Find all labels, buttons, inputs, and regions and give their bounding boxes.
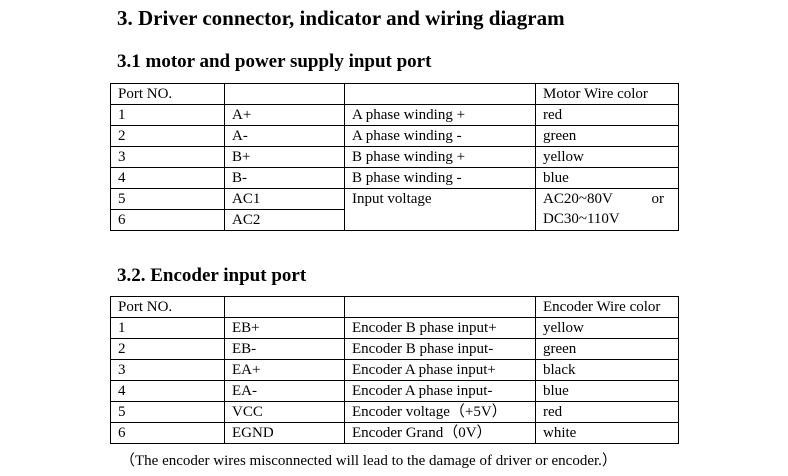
- table-row: 5 VCC Encoder voltage（+5V） red: [110, 401, 679, 423]
- table-header-row: Port NO. Motor Wire color: [110, 83, 679, 105]
- description-cell: A phase winding -: [344, 125, 536, 147]
- description-cell: Encoder B phase input-: [344, 338, 536, 360]
- port-cell: 5: [110, 188, 225, 210]
- description-cell: Encoder voltage（+5V）: [344, 401, 536, 423]
- port-cell: 6: [110, 209, 225, 231]
- port-cell: 4: [110, 167, 225, 189]
- signal-cell: EB-: [224, 338, 345, 360]
- table-row: 6 EGND Encoder Grand（0V） white: [110, 422, 679, 444]
- wire-color-cell: red: [535, 401, 679, 423]
- encoder-port-table: Port NO. Encoder Wire color 1 EB+ Encode…: [110, 296, 679, 444]
- port-cell: 2: [110, 338, 225, 360]
- voltage-or-label: or: [651, 191, 665, 207]
- table-row: 2 A- A phase winding - green: [110, 125, 679, 147]
- header-port: Port NO.: [110, 83, 225, 105]
- signal-cell: A-: [224, 125, 345, 147]
- table-row: 4 B- B phase winding - blue: [110, 167, 679, 189]
- wire-color-cell: green: [535, 125, 679, 147]
- signal-cell: A+: [224, 104, 345, 126]
- voltage-ac-range: AC20~80V: [543, 191, 613, 207]
- wire-color-cell: white: [535, 422, 679, 444]
- wire-color-cell: yellow: [535, 146, 679, 168]
- table-row: 6 AC2: [110, 209, 679, 231]
- signal-cell: EA+: [224, 359, 345, 381]
- motor-port-table: Port NO. Motor Wire color 1 A+ A phase w…: [110, 83, 679, 231]
- signal-cell: EA-: [224, 380, 345, 402]
- wire-color-cell: yellow: [535, 317, 679, 339]
- signal-cell: AC2: [224, 209, 345, 231]
- header-description: [344, 83, 536, 105]
- signal-cell: B+: [224, 146, 345, 168]
- table-row: 3 B+ B phase winding + yellow: [110, 146, 679, 168]
- table-row: 2 EB- Encoder B phase input- green: [110, 338, 679, 360]
- signal-cell: EGND: [224, 422, 345, 444]
- motor-section-title: 3.1 motor and power supply input port: [117, 51, 432, 72]
- port-cell: 3: [110, 146, 225, 168]
- description-cell: A phase winding +: [344, 104, 536, 126]
- signal-cell: B-: [224, 167, 345, 189]
- port-cell: 1: [110, 317, 225, 339]
- table-header-row: Port NO. Encoder Wire color: [110, 296, 679, 318]
- description-cell: Encoder Grand（0V）: [344, 422, 536, 444]
- voltage-range-cell: AC20~80V or DC30~110V: [535, 188, 679, 231]
- table-row: 1 A+ A phase winding + red: [110, 104, 679, 126]
- table-row: 4 EA- Encoder A phase input- blue: [110, 380, 679, 402]
- description-cell: Encoder B phase input+: [344, 317, 536, 339]
- description-cell: Encoder A phase input-: [344, 380, 536, 402]
- wire-color-cell: green: [535, 338, 679, 360]
- port-cell: 1: [110, 104, 225, 126]
- header-signal: [224, 83, 345, 105]
- header-port: Port NO.: [110, 296, 225, 318]
- port-cell: 3: [110, 359, 225, 381]
- wire-color-cell: black: [535, 359, 679, 381]
- wire-color-cell: red: [535, 104, 679, 126]
- wire-color-cell: blue: [535, 380, 679, 402]
- signal-cell: AC1: [224, 188, 345, 210]
- port-cell: 5: [110, 401, 225, 423]
- table-row: 3 EA+ Encoder A phase input+ black: [110, 359, 679, 381]
- wiring-warning-note: （The encoder wires misconnected will lea…: [120, 453, 617, 469]
- table-row: 5 AC1 Input voltage AC20~80V or DC30~110…: [110, 188, 679, 231]
- signal-cell: VCC: [224, 401, 345, 423]
- port-cell: 6: [110, 422, 225, 444]
- description-cell: B phase winding +: [344, 146, 536, 168]
- header-signal: [224, 296, 345, 318]
- header-wire-color: Motor Wire color: [535, 83, 679, 105]
- header-description: [344, 296, 536, 318]
- port-cell: 2: [110, 125, 225, 147]
- page-heading: 3. Driver connector, indicator and wirin…: [117, 6, 565, 30]
- voltage-dc-range: DC30~110V: [543, 211, 620, 227]
- description-cell: B phase winding -: [344, 167, 536, 189]
- wire-color-cell: blue: [535, 167, 679, 189]
- description-cell: Encoder A phase input+: [344, 359, 536, 381]
- encoder-section-title: 3.2. Encoder input port: [117, 265, 307, 286]
- port-cell: 4: [110, 380, 225, 402]
- table-row: 1 EB+ Encoder B phase input+ yellow: [110, 317, 679, 339]
- header-wire-color: Encoder Wire color: [535, 296, 679, 318]
- signal-cell: EB+: [224, 317, 345, 339]
- input-voltage-cell: Input voltage: [344, 188, 536, 231]
